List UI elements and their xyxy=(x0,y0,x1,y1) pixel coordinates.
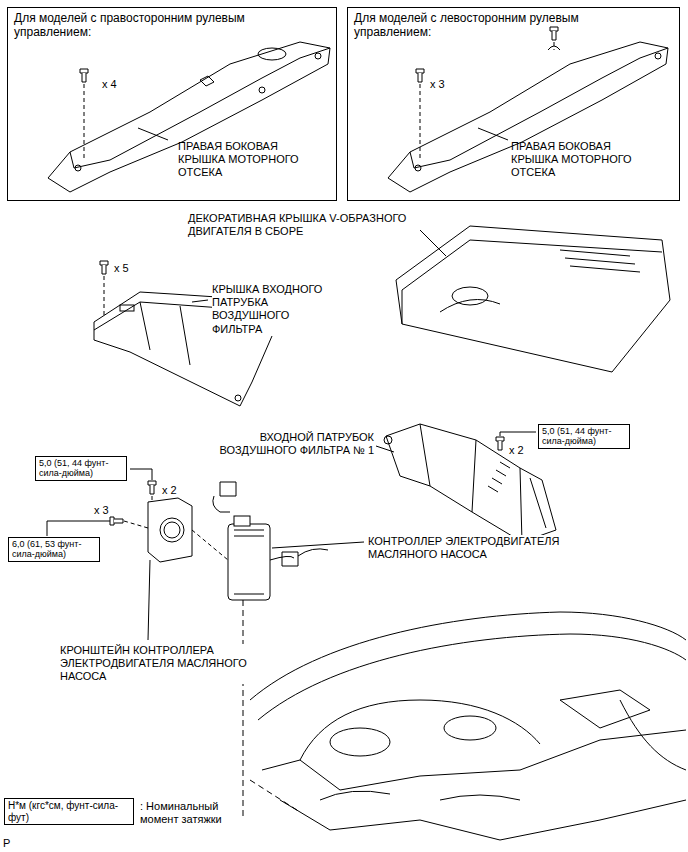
quantity-label: x 2 xyxy=(509,444,524,457)
torque-value: 6,0 (61, 53 фунт-сила-дюйма) xyxy=(12,539,96,560)
quantity-label: x 4 xyxy=(102,78,117,91)
variant-panel: Для моделей с правосторонним рулевым упр… xyxy=(7,7,337,201)
part-label: КОНТРОЛЛЕР ЭЛЕКТРОДВИГАТЕЛЯ МАСЛЯНОГО НА… xyxy=(368,535,583,561)
panel-heading: Для моделей с правосторонним рулевым упр… xyxy=(14,11,314,40)
part-label: ВХОДНОЙ ПАТРУБОК ВОЗДУШНОГО ФИЛЬТРА № 1 xyxy=(196,431,374,457)
part-label: ПРАВАЯ БОКОВАЯ КРЫШКА МОТОРНОГО ОТСЕКА xyxy=(511,140,661,180)
part-label: КРОНШТЕЙН КОНТРОЛЛЕРА ЭЛЕКТРОДВИГАТЕЛЯ М… xyxy=(60,644,265,684)
part-label: ПРАВАЯ БОКОВАЯ КРЫШКА МОТОРНОГО ОТСЕКА xyxy=(178,140,328,180)
part-label: ДЕКОРАТИВНАЯ КРЫШКА V-ОБРАЗНОГО ДВИГАТЕЛ… xyxy=(188,212,416,238)
variant-panel: Для моделей с левосторонним рулевым упра… xyxy=(347,7,680,201)
legend-box: Н*м (кгс*см, фунт-сила-фут) xyxy=(4,798,134,825)
legend-text: : Номинальный момент затяжки xyxy=(140,800,240,826)
page-code: P xyxy=(3,837,10,850)
part-label: КРЫШКА ВХОДНОГО ПАТРУБКА ВОЗДУШНОГО ФИЛЬ… xyxy=(212,283,340,336)
torque-box: 5,0 (51, 44 фунт-сила-дюйма) xyxy=(35,456,127,481)
quantity-label: x 5 xyxy=(114,262,129,275)
quantity-label: x 3 xyxy=(94,504,109,517)
torque-value: 5,0 (51, 44 фунт-сила-дюйма) xyxy=(39,458,123,479)
quantity-label: x 3 xyxy=(430,78,445,91)
torque-box: 5,0 (51, 44 фунт-сила-дюйма) xyxy=(538,424,630,449)
panel-heading: Для моделей с левосторонним рулевым упра… xyxy=(354,11,654,40)
torque-value: 5,0 (51, 44 фунт-сила-дюйма) xyxy=(542,426,626,447)
torque-value: Н*м (кгс*см, фунт-сила-фут) xyxy=(8,800,130,823)
torque-box: 6,0 (61, 53 фунт-сила-дюйма) xyxy=(8,537,100,562)
quantity-label: x 2 xyxy=(162,484,177,497)
